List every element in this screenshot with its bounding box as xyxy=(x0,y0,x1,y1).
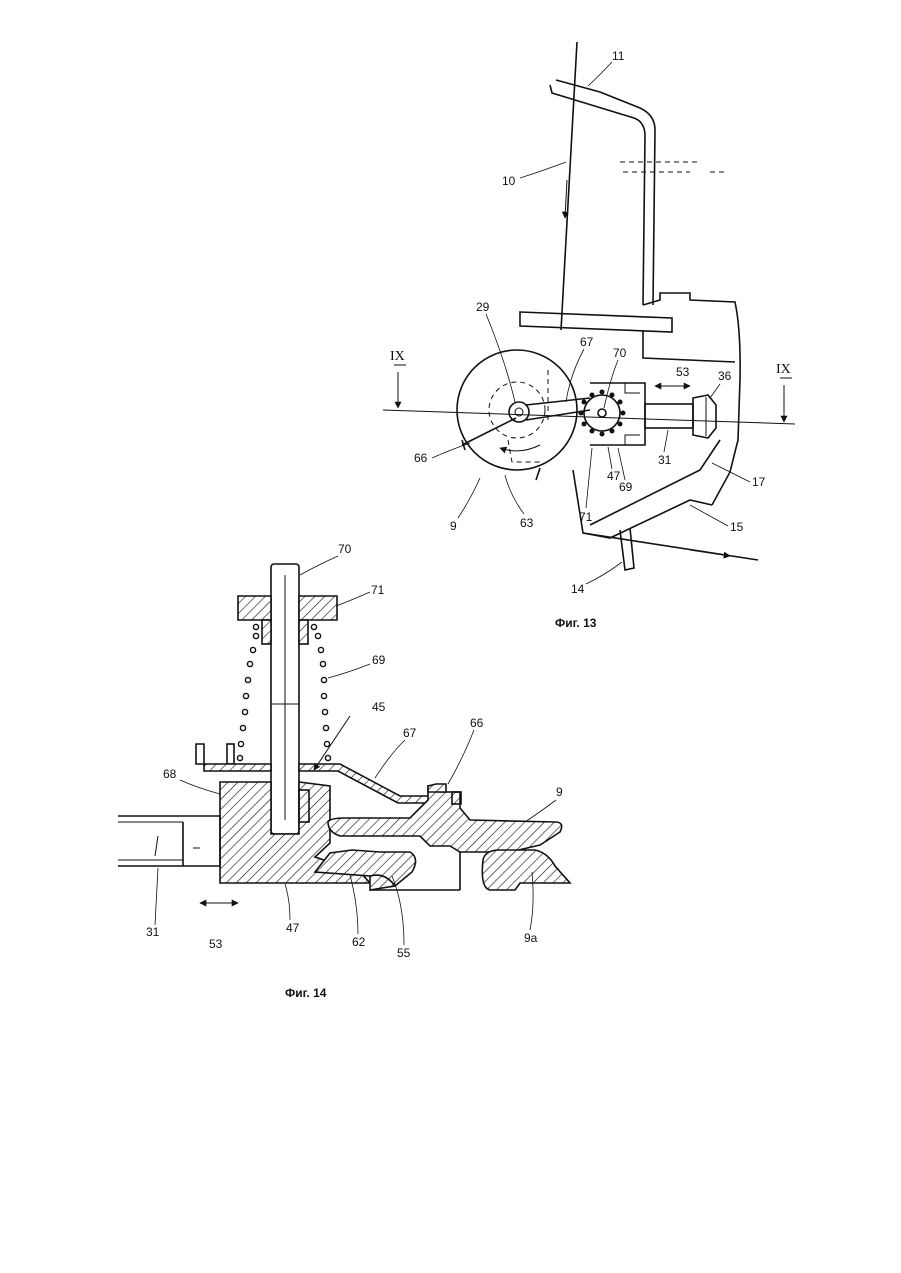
leader-71-fig14 xyxy=(336,592,370,606)
label-9: 9 xyxy=(450,519,457,533)
label-62: 62 xyxy=(352,935,366,949)
leader-47-fig14 xyxy=(285,884,290,920)
section-mark-right: IX xyxy=(776,362,791,377)
sprocket-pin xyxy=(598,409,606,417)
figure-14 xyxy=(118,564,570,903)
leader-62 xyxy=(350,875,358,934)
leader-14 xyxy=(586,562,622,584)
label-53-fig14: 53 xyxy=(209,937,223,951)
label-11: 11 xyxy=(612,49,625,63)
leader-68 xyxy=(180,780,220,794)
housing-inner xyxy=(643,330,735,362)
figure-13-labels: 11 10 29 67 70 53 36 IX IX 66 47 69 31 1… xyxy=(390,49,791,630)
label-14: 14 xyxy=(571,582,585,596)
label-55: 55 xyxy=(397,946,411,960)
plate-68 xyxy=(196,744,204,764)
label-71-fig14: 71 xyxy=(371,583,385,597)
label-31-fig14: 31 xyxy=(146,925,160,939)
figure-13-caption: Фиг. 13 xyxy=(555,616,597,630)
cap-71 xyxy=(238,596,271,620)
disc-9-section xyxy=(328,786,562,852)
cap-71-right xyxy=(299,596,337,620)
label-66-fig14: 66 xyxy=(470,716,484,730)
sprocket-70 xyxy=(584,395,620,431)
housing xyxy=(520,312,672,332)
rod-31-mark xyxy=(155,836,158,856)
figure-14-caption: Фиг. 14 xyxy=(285,986,327,1000)
section-line-ix xyxy=(383,410,795,424)
label-53: 53 xyxy=(676,365,690,379)
leader-70-fig14 xyxy=(300,556,338,575)
label-69: 69 xyxy=(619,480,633,494)
leader-36 xyxy=(710,384,720,398)
disc-9 xyxy=(457,350,577,470)
exit-line xyxy=(583,533,758,560)
label-17: 17 xyxy=(752,475,766,489)
plate-68-strip xyxy=(204,764,271,771)
leader-15 xyxy=(690,505,728,526)
label-70-fig14: 70 xyxy=(338,542,352,556)
leader-9 xyxy=(458,478,480,518)
leader-11 xyxy=(588,62,612,86)
rotation-arrow xyxy=(500,445,540,451)
label-10: 10 xyxy=(502,174,516,188)
plate-68-stub xyxy=(227,744,234,764)
section-mark-left: IX xyxy=(390,349,405,364)
sprocket-teeth xyxy=(579,390,626,437)
label-36: 36 xyxy=(718,369,732,383)
leader-71 xyxy=(586,448,592,508)
leader-67-fig14 xyxy=(375,740,405,778)
label-15: 15 xyxy=(730,520,744,534)
frame-17 xyxy=(573,470,712,538)
leader-31 xyxy=(664,430,668,452)
leader-47 xyxy=(608,447,612,469)
part-9a xyxy=(482,850,570,890)
rod-31-body xyxy=(118,816,220,866)
label-67: 67 xyxy=(580,335,594,349)
carriage-47-detail xyxy=(625,383,640,445)
housing-body xyxy=(643,293,740,505)
arrow-45 xyxy=(314,716,350,770)
rod-31 xyxy=(645,404,693,428)
leader-10 xyxy=(520,162,566,178)
leader-63 xyxy=(505,475,524,514)
cap-71-sleeve-r xyxy=(299,620,308,644)
label-9a: 9a xyxy=(524,931,538,945)
leader-29 xyxy=(486,314,515,402)
leader-66 xyxy=(432,443,470,458)
bracket-11-inner xyxy=(556,80,655,305)
label-45: 45 xyxy=(372,700,386,714)
label-66: 66 xyxy=(414,451,428,465)
label-67-fig14: 67 xyxy=(403,726,417,740)
disc-9-hub xyxy=(428,784,446,792)
leader-69-fig14 xyxy=(328,664,370,678)
exit-arrow xyxy=(690,550,730,556)
cap-71-sleeve-l xyxy=(262,620,271,644)
label-29: 29 xyxy=(476,300,490,314)
part-14 xyxy=(620,528,634,570)
label-69-fig14: 69 xyxy=(372,653,386,667)
label-71: 71 xyxy=(579,510,593,524)
disc-9-rim xyxy=(462,440,540,480)
label-70: 70 xyxy=(613,346,627,360)
leader-9-fig14 xyxy=(525,800,556,822)
label-9-fig14: 9 xyxy=(556,785,563,799)
feed-arrow xyxy=(565,180,567,218)
nut-36 xyxy=(693,395,716,438)
label-68: 68 xyxy=(163,767,177,781)
ring-62 xyxy=(315,850,416,890)
leader-31-fig14 xyxy=(155,868,158,925)
disc-hub-dashed xyxy=(489,382,545,438)
label-47-fig14: 47 xyxy=(286,921,300,935)
leader-66-fig14 xyxy=(448,730,474,784)
figure-13 xyxy=(383,42,795,570)
spring-69 xyxy=(237,624,330,760)
label-63: 63 xyxy=(520,516,534,530)
label-31: 31 xyxy=(658,453,672,467)
